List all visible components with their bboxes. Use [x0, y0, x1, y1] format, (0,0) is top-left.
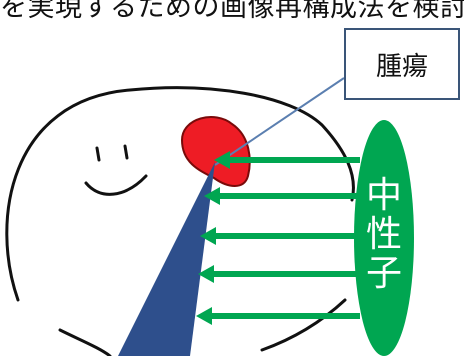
detector-beam — [118, 162, 215, 356]
eye-right — [123, 144, 129, 160]
neutron-arrow — [204, 187, 220, 205]
body-outline — [58, 328, 112, 358]
body-outline-right — [260, 298, 347, 352]
header-text: を実現するための画像再構成法を検討 — [0, 0, 464, 23]
neutron-arrow — [214, 151, 230, 169]
neutron-arrow — [196, 307, 212, 325]
neutron-label: 中 性 子 — [365, 175, 402, 294]
smile — [84, 174, 148, 196]
eye-left — [95, 146, 101, 162]
neutron-source — [354, 120, 414, 356]
neutron-arrows — [196, 151, 360, 325]
head-outline — [5, 86, 355, 302]
neutron-arrow — [200, 227, 216, 245]
tumor-callout: 腫瘍 — [344, 28, 460, 100]
neutron-arrow — [198, 265, 214, 283]
tumor-shape — [180, 116, 251, 187]
